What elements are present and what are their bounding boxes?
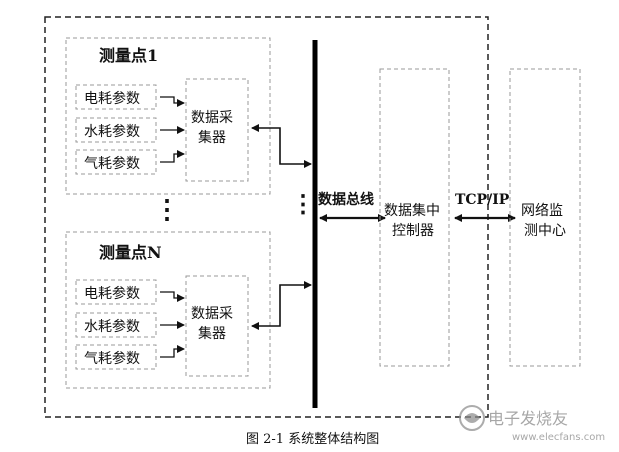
param-box-water-1: [75, 117, 157, 143]
param-box-gas-1: [75, 149, 157, 175]
monitoring-center-label-line1: 网络监: [521, 203, 563, 219]
concentrator-label-line2: 控制器: [392, 223, 434, 239]
bus-ellipsis: ⋮: [291, 189, 315, 218]
bus-label: 数据总线: [318, 191, 374, 208]
measurement-point-n-title: 测量点N: [99, 243, 162, 262]
collector-label-n-line1: 数据采: [191, 306, 233, 322]
concentrator-box: [379, 68, 450, 367]
param-label-electric-1: 电耗参数: [84, 90, 140, 107]
measurement-point-1-box: [65, 37, 271, 195]
param-box-electric-1: [75, 84, 157, 110]
param-label-gas-n: 气耗参数: [84, 350, 140, 367]
param-label-water-1: 水耗参数: [84, 123, 140, 140]
monitoring-center-box: [509, 68, 581, 367]
param-box-gas-n: [75, 344, 157, 370]
param-box-electric-n: [75, 279, 157, 305]
collector-label-n-line2: 集器: [198, 325, 226, 342]
collector-n-bus-link: [251, 281, 312, 330]
param-label-electric-n: 电耗参数: [84, 285, 140, 302]
measurement-point-1-title: 测量点1: [99, 46, 158, 65]
monitoring-center-label-line2: 测中心: [524, 223, 566, 239]
watermark-logo-icon: [459, 405, 485, 431]
collector-label-1-line2: 集器: [198, 129, 226, 146]
figure-caption: 图 2-1 系统整体结构图: [246, 432, 379, 447]
param-box-water-n: [75, 312, 157, 338]
collector-label-1-line1: 数据采: [191, 110, 233, 126]
collector-box-1: [185, 78, 249, 182]
watermark-text: 电子发烧友: [488, 409, 568, 428]
concentrator-label-line1: 数据集中: [384, 202, 440, 219]
param-arrows-1: [160, 96, 185, 163]
group-ellipsis: ⋮: [154, 195, 180, 225]
collector-1-bus-link: [251, 124, 312, 168]
param-label-gas-1: 气耗参数: [84, 155, 140, 172]
watermark-url: www.elecfans.com: [512, 432, 605, 443]
collector-box-n: [185, 275, 249, 377]
protocol-label: TCP/IP: [455, 192, 510, 208]
param-label-water-n: 水耗参数: [84, 318, 140, 335]
param-arrows-n: [160, 291, 185, 358]
